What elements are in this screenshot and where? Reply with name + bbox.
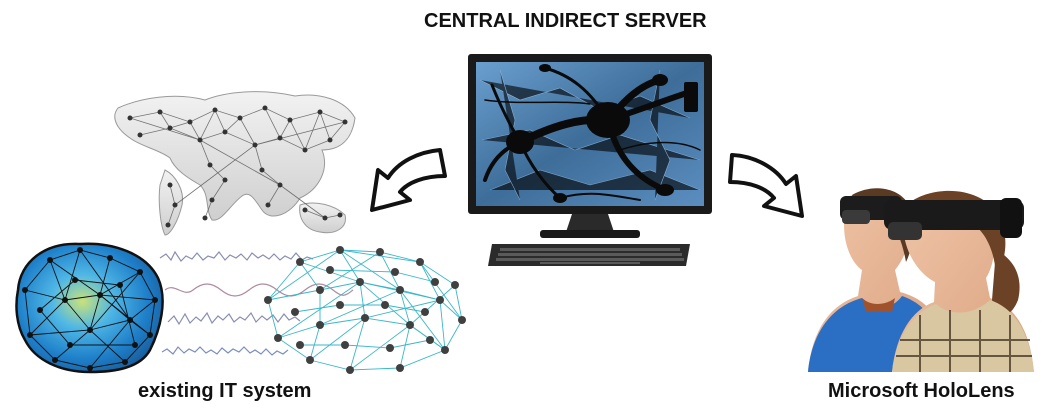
existing-it-system-label: existing IT system <box>138 380 312 402</box>
arrow-to-it-system-icon <box>370 148 447 212</box>
diagram-title: CENTRAL INDIRECT SERVER <box>424 10 707 32</box>
server-monitor-illustration <box>468 54 712 266</box>
hololens-users-photo <box>808 188 1034 372</box>
microsoft-hololens-label: Microsoft HoloLens <box>828 380 1015 402</box>
arrow-to-hololens-icon <box>728 153 804 218</box>
eeg-signal-waves <box>159 250 354 356</box>
world-map-illustration <box>114 91 356 236</box>
node-network-illustration <box>264 246 466 374</box>
brain-network-illustration <box>15 242 164 374</box>
